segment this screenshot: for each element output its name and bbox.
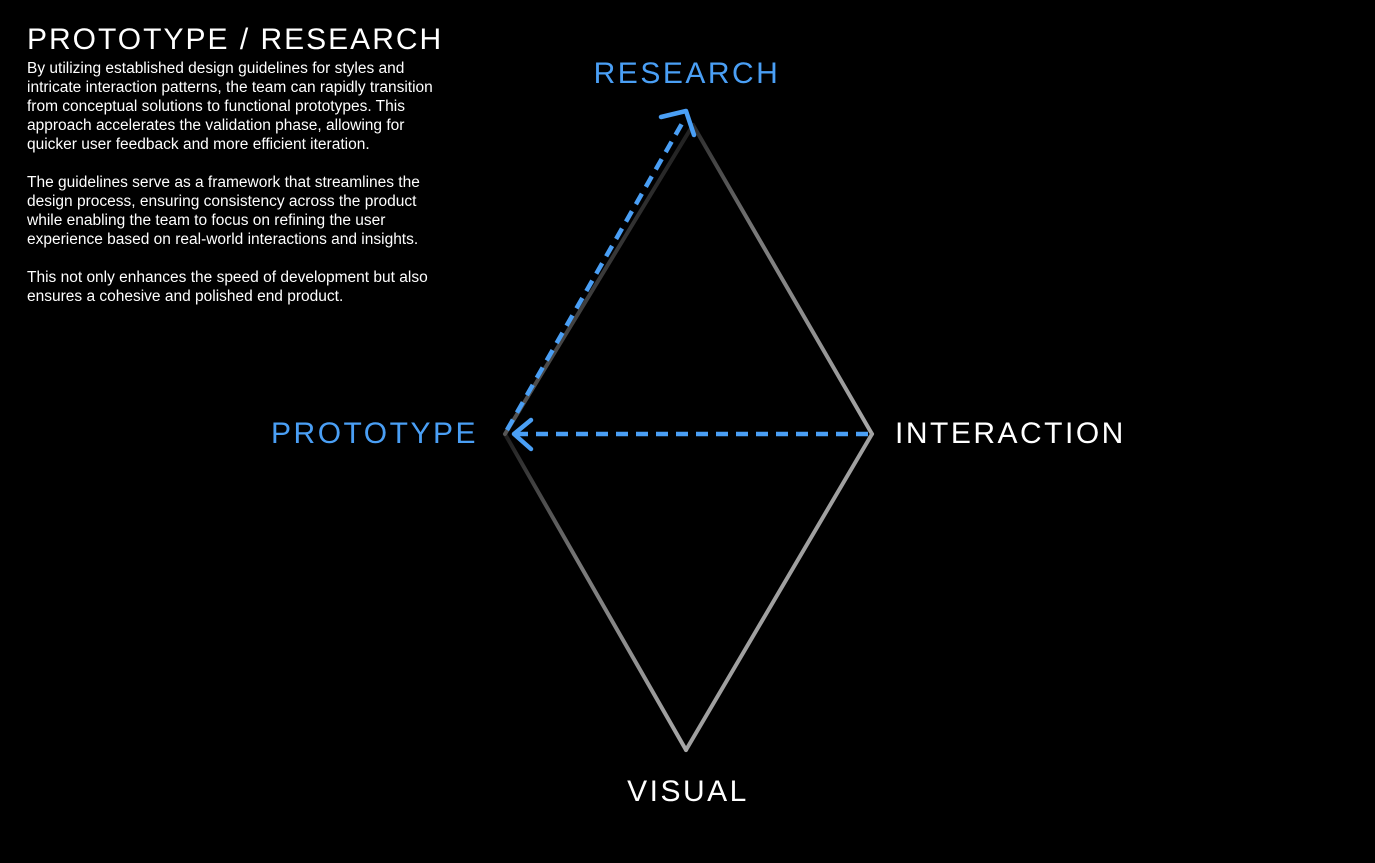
edge-research-interaction bbox=[691, 123, 874, 436]
arrowhead-up-icon bbox=[658, 108, 697, 138]
text-panel: PROTOTYPE / RESEARCH By utilizing establ… bbox=[27, 22, 457, 325]
arrowhead-left-icon bbox=[511, 417, 534, 452]
body-paragraph-2: The guidelines serve as a framework that… bbox=[27, 174, 420, 248]
edge-visual-prototype bbox=[503, 432, 688, 752]
body-paragraph-3: This not only enhances the speed of deve… bbox=[27, 269, 428, 305]
body-paragraph-1: By utilizing established design guidelin… bbox=[27, 60, 433, 153]
node-label-visual: VISUAL bbox=[627, 775, 749, 808]
edge-interaction-visual bbox=[684, 432, 874, 752]
edge-prototype-research bbox=[503, 123, 695, 436]
node-label-research: RESEARCH bbox=[594, 57, 781, 90]
node-label-prototype: PROTOTYPE bbox=[271, 417, 478, 450]
page-title: PROTOTYPE / RESEARCH bbox=[27, 23, 444, 56]
node-label-interaction: INTERACTION bbox=[895, 417, 1126, 450]
